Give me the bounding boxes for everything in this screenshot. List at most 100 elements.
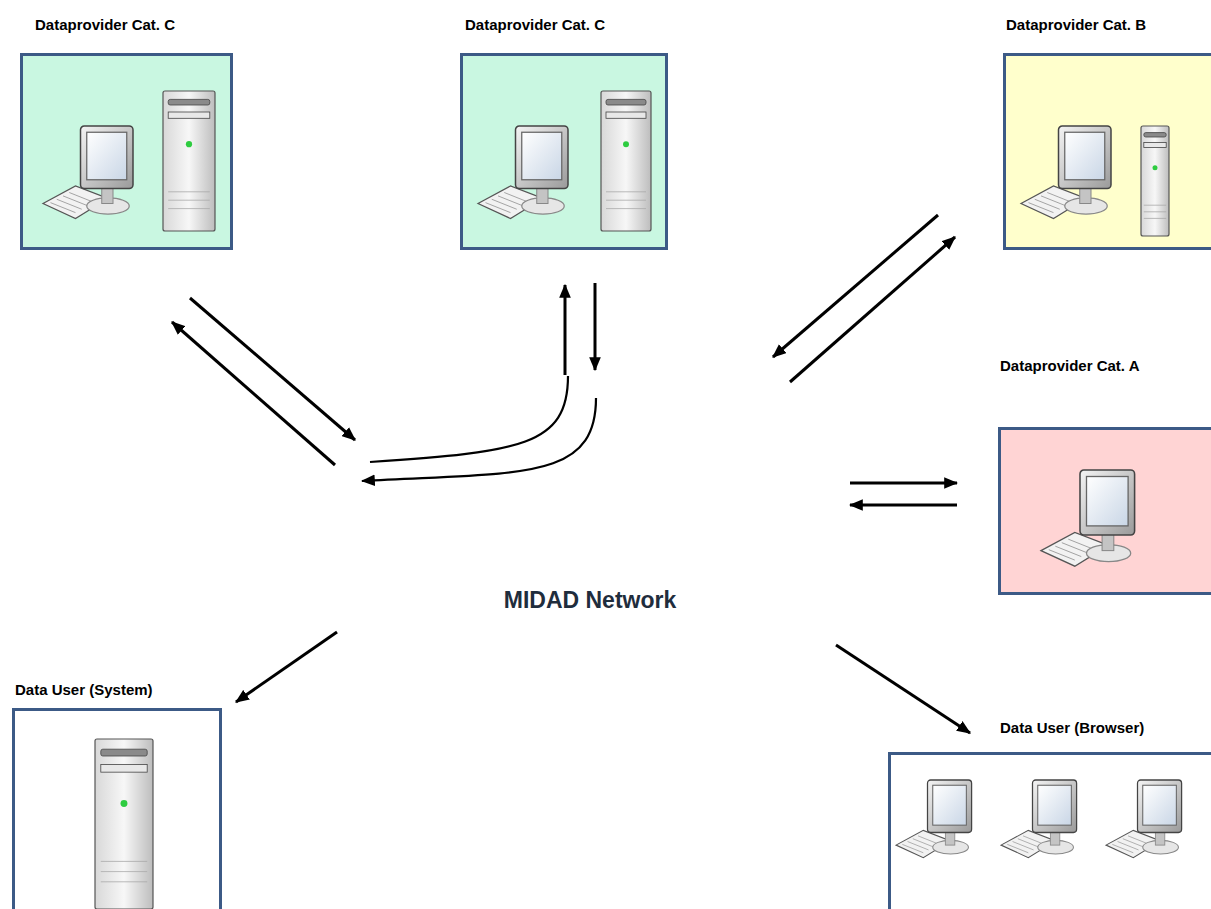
vent-line xyxy=(101,871,147,872)
arrow-connector xyxy=(836,645,970,733)
monitor-neck xyxy=(102,187,113,203)
key-row xyxy=(1035,199,1060,209)
key-row xyxy=(486,203,511,213)
computer-icon xyxy=(1021,126,1111,219)
screen xyxy=(87,132,127,180)
monitor-neck xyxy=(1080,187,1091,203)
arrow-connector xyxy=(236,632,337,702)
vent-line xyxy=(606,208,646,209)
drive-slot xyxy=(168,99,210,105)
drive-slot xyxy=(168,112,210,118)
key-row xyxy=(63,196,88,206)
monitor xyxy=(1059,126,1112,189)
provider-box: Dataprovider Cat. B xyxy=(1003,53,1211,250)
key-row xyxy=(908,842,929,850)
device-icons xyxy=(23,56,236,253)
vent-line xyxy=(1144,211,1166,212)
server-tower xyxy=(95,739,153,909)
vent-line xyxy=(101,861,147,862)
power-led xyxy=(186,141,192,147)
arrow-connector xyxy=(594,283,597,370)
arrow-connector xyxy=(850,482,957,485)
monitor-neck xyxy=(1155,831,1164,845)
screen xyxy=(933,785,967,825)
screen xyxy=(1038,785,1072,825)
tower-case xyxy=(163,91,215,231)
provider-box: Dataprovider Cat. A xyxy=(998,427,1211,595)
monitor xyxy=(516,126,569,189)
device-icons xyxy=(1001,430,1211,598)
provider-box: Dataprovider Cat. C xyxy=(460,53,668,250)
cloud-outline xyxy=(357,371,825,726)
key-row xyxy=(913,839,934,847)
monitor-neck xyxy=(1050,831,1059,845)
provider-box: Dataprovider Cat. C xyxy=(20,53,233,250)
device-icons xyxy=(891,755,1211,909)
power-led xyxy=(1153,165,1158,170)
tower-case xyxy=(1141,126,1169,236)
drive-slot xyxy=(101,749,147,756)
device-icons xyxy=(463,56,671,253)
network-label: MIDAD Network xyxy=(504,587,677,614)
key-row xyxy=(1007,844,1028,852)
key-row xyxy=(1055,546,1081,556)
key-row xyxy=(51,203,76,213)
device-icons xyxy=(15,711,225,909)
screen xyxy=(522,132,562,180)
key-row xyxy=(1013,842,1034,850)
monitor-neck xyxy=(1102,534,1114,551)
drive-slot xyxy=(606,99,646,105)
power-led xyxy=(121,800,128,807)
arrow-connector xyxy=(564,285,567,375)
arrow-connector xyxy=(850,504,957,507)
box-heading: Dataprovider Cat. A xyxy=(1000,357,1139,374)
box-heading: Data User (Browser) xyxy=(1000,719,1144,736)
screen xyxy=(1143,785,1177,825)
key-row xyxy=(1029,203,1054,213)
key-row xyxy=(902,844,923,852)
vent-line xyxy=(168,191,210,192)
drive-slot xyxy=(606,112,646,118)
key-row xyxy=(1112,844,1133,852)
arrow-connector xyxy=(773,215,938,357)
key-row xyxy=(1041,196,1066,206)
key-row xyxy=(1049,550,1075,560)
screen xyxy=(1065,132,1105,180)
vent-line xyxy=(168,200,210,201)
key-row xyxy=(1123,839,1144,847)
monitor xyxy=(1080,470,1135,535)
computer-icon xyxy=(1001,780,1077,858)
provider-box: Data User (Browser) xyxy=(888,752,1211,909)
power-led xyxy=(623,141,629,147)
arrow-connector xyxy=(190,298,355,440)
box-heading: Dataprovider Cat. C xyxy=(35,16,175,33)
computer-icon xyxy=(896,780,972,858)
computer-icon xyxy=(1106,780,1182,858)
provider-box: Data User (System) xyxy=(12,708,222,909)
vent-line xyxy=(606,191,646,192)
computer-icon xyxy=(43,126,133,219)
monitor xyxy=(1138,780,1182,833)
drive-slot xyxy=(1144,133,1166,137)
monitor xyxy=(928,780,972,833)
monitor-neck xyxy=(945,831,954,845)
vent-line xyxy=(606,200,646,201)
computer-icon xyxy=(1041,470,1135,566)
vent-line xyxy=(1144,218,1166,219)
network-cloud: MIDAD Network xyxy=(345,368,835,728)
vent-line xyxy=(168,208,210,209)
server-tower xyxy=(163,91,215,231)
monitor xyxy=(1033,780,1077,833)
screen xyxy=(1087,477,1129,526)
box-heading: Dataprovider Cat. B xyxy=(1006,16,1146,33)
tower-case xyxy=(95,739,153,909)
cloud-shape xyxy=(345,368,835,728)
tower-case xyxy=(601,91,651,231)
vent-line xyxy=(101,881,147,882)
server-tower xyxy=(601,91,651,231)
server-tower xyxy=(1141,126,1169,236)
key-row xyxy=(1062,543,1088,553)
key-row xyxy=(57,199,82,209)
key-row xyxy=(1118,842,1139,850)
drive-slot xyxy=(1144,143,1166,148)
